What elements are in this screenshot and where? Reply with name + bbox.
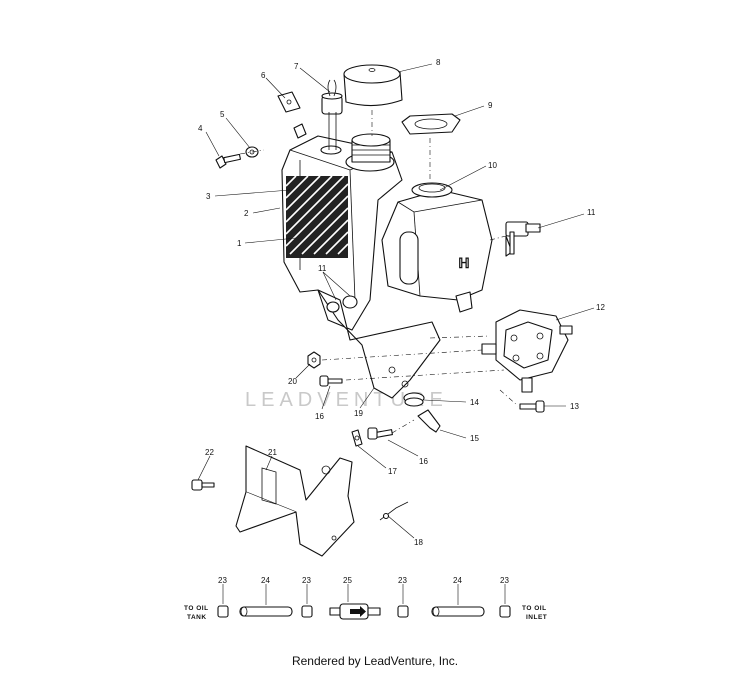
vent-wire	[379, 501, 409, 521]
callout-15: 15	[470, 434, 479, 443]
level-sensor	[321, 79, 343, 150]
to-oil-tank-line1: TO OIL	[184, 605, 209, 612]
mounting-bracket	[235, 445, 355, 557]
callout-24a: 24	[261, 576, 270, 585]
tank-fitting	[505, 221, 541, 257]
hose-clamp-2	[301, 605, 313, 618]
bracket-screw-left	[319, 375, 343, 387]
callout-21: 21	[268, 448, 277, 457]
leader-lines	[197, 63, 595, 605]
callout-2: 2	[244, 209, 249, 218]
callout-7: 7	[294, 62, 299, 71]
cap-gasket	[401, 113, 461, 135]
callout-12: 12	[596, 303, 605, 312]
bracket-mount-screw	[191, 479, 215, 491]
callout-11a: 11	[587, 208, 596, 217]
hose-clamp-4	[499, 605, 511, 618]
oil-hose-2	[431, 606, 485, 617]
callout-14: 14	[470, 398, 479, 407]
callout-25: 25	[343, 576, 352, 585]
oil-tank	[281, 133, 441, 399]
pump-screw	[519, 400, 545, 413]
lock-nut	[307, 351, 321, 369]
to-oil-inlet-line2: INLET	[526, 614, 547, 621]
footer-credit: Rendered by LeadVenture, Inc.	[291, 654, 459, 668]
callout-20: 20	[288, 377, 297, 386]
callout-1: 1	[237, 239, 242, 248]
hose-clamp-3	[397, 605, 409, 618]
assembly-lines	[239, 110, 519, 434]
to-oil-tank-line2: TANK	[187, 614, 207, 621]
banjo-fitting	[403, 392, 441, 433]
callout-6: 6	[261, 71, 266, 80]
callout-24b: 24	[453, 576, 462, 585]
callout-11b: 11	[318, 264, 327, 273]
callout-22: 22	[205, 448, 214, 457]
oil-reservoir-bottle: ℍ	[381, 182, 493, 313]
callout-18: 18	[414, 538, 423, 547]
callout-4: 4	[198, 124, 203, 133]
callout-23a: 23	[218, 576, 227, 585]
filler-cap	[343, 64, 403, 107]
oil-hose-1	[239, 606, 293, 617]
callout-17: 17	[388, 467, 397, 476]
callout-23d: 23	[500, 576, 509, 585]
callout-23b: 23	[302, 576, 311, 585]
hose-assembly-row: TO OIL TANK TO OIL INLET	[184, 603, 547, 621]
hose-clamp-1	[217, 605, 229, 618]
callout-13: 13	[570, 402, 579, 411]
callout-19: 19	[354, 409, 363, 418]
callout-16a: 16	[315, 412, 324, 421]
svg-text:ℍ: ℍ	[458, 255, 470, 271]
to-oil-inlet-line1: TO OIL	[522, 605, 547, 612]
callout-5: 5	[220, 110, 225, 119]
hose-clip	[351, 429, 363, 447]
callout-16b: 16	[419, 457, 428, 466]
callout-9: 9	[488, 101, 493, 110]
callout-3: 3	[206, 192, 211, 201]
oil-pump	[481, 309, 573, 393]
bracket-screw-right	[367, 427, 393, 440]
check-valve	[329, 603, 381, 620]
callout-23c: 23	[398, 576, 407, 585]
tank-screw	[215, 153, 241, 169]
callout-numbers: 1 2 3 4 5 6 7 8 9 10 11 11 12 13 14 15 1…	[198, 58, 605, 585]
callout-10: 10	[488, 161, 497, 170]
callout-8: 8	[436, 58, 441, 67]
sensor-bracket	[277, 91, 307, 139]
